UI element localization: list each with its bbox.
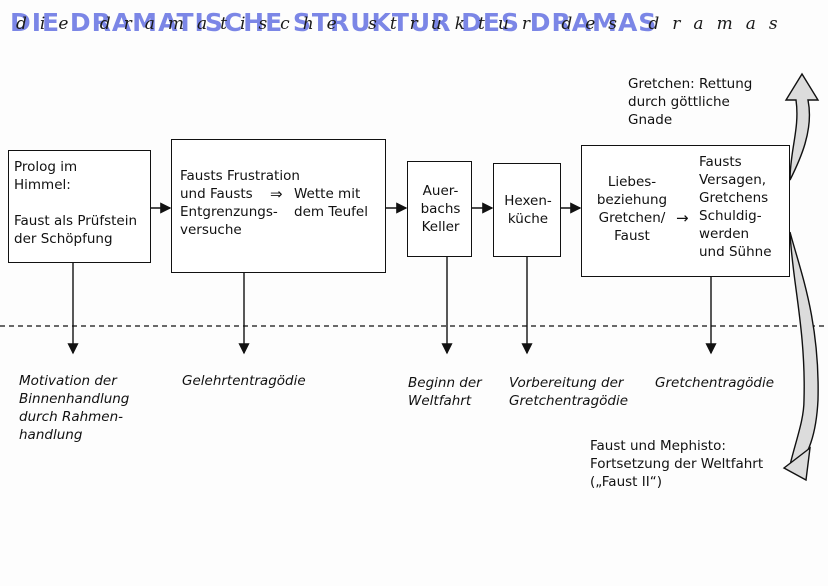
box-prolog: Prolog im Himmel: Faust als Prüfstein de… [8,150,151,263]
page-title: Die dramatische Struktur des Dramas [10,8,658,37]
box-frustration-text-right: Wette mit dem Teufel [294,186,368,220]
bracket-lower [789,231,819,466]
box-hexen: Hexen- küche [493,163,561,257]
side-note-top: Gretchen: Rettung durch göttliche Gnade [628,76,753,128]
box-auerbach: Auer- bachs Keller [407,161,472,257]
box-liebe-text-left: Liebes- beziehung Gretchen/ Faust [596,174,668,244]
box-frustration: Fausts Frustration und Fausts Entgrenzun… [171,139,386,273]
label-gretchen: Gretchentragödie [655,375,775,391]
label-beginn: Beginn der Weltfahrt [408,375,482,409]
label-motivation: Motivation der Binnenhandlung durch Rahm… [19,373,130,443]
bracket-lower-arrowhead [782,446,811,482]
box-liebe-text-right: Fausts Versagen, Gretchens Schuldig- wer… [699,154,772,260]
box-liebe-arrow: → [676,209,689,227]
label-vorbereitung: Vorbereitung der Gretchentragödie [509,375,629,409]
box-auerbach-text: Auer- bachs Keller [420,183,461,235]
box-frustration-arrow: ⇒ [270,185,283,203]
box-hexen-text: Hexen- küche [504,193,552,227]
label-gelehrten: Gelehrtentragödie [182,373,306,389]
bracket-upper [784,72,820,181]
box-frustration-text-left: Fausts Frustration und Fausts Entgrenzun… [180,168,300,238]
page-title-script: die dramatische struktur des dramas [16,14,791,34]
box-liebe: Liebes- beziehung Gretchen/ Faust → Faus… [581,145,790,277]
side-note-bottom: Faust und Mephisto: Fortsetzung der Welt… [590,438,764,490]
box-prolog-text: Prolog im Himmel: Faust als Prüfstein de… [14,159,138,247]
